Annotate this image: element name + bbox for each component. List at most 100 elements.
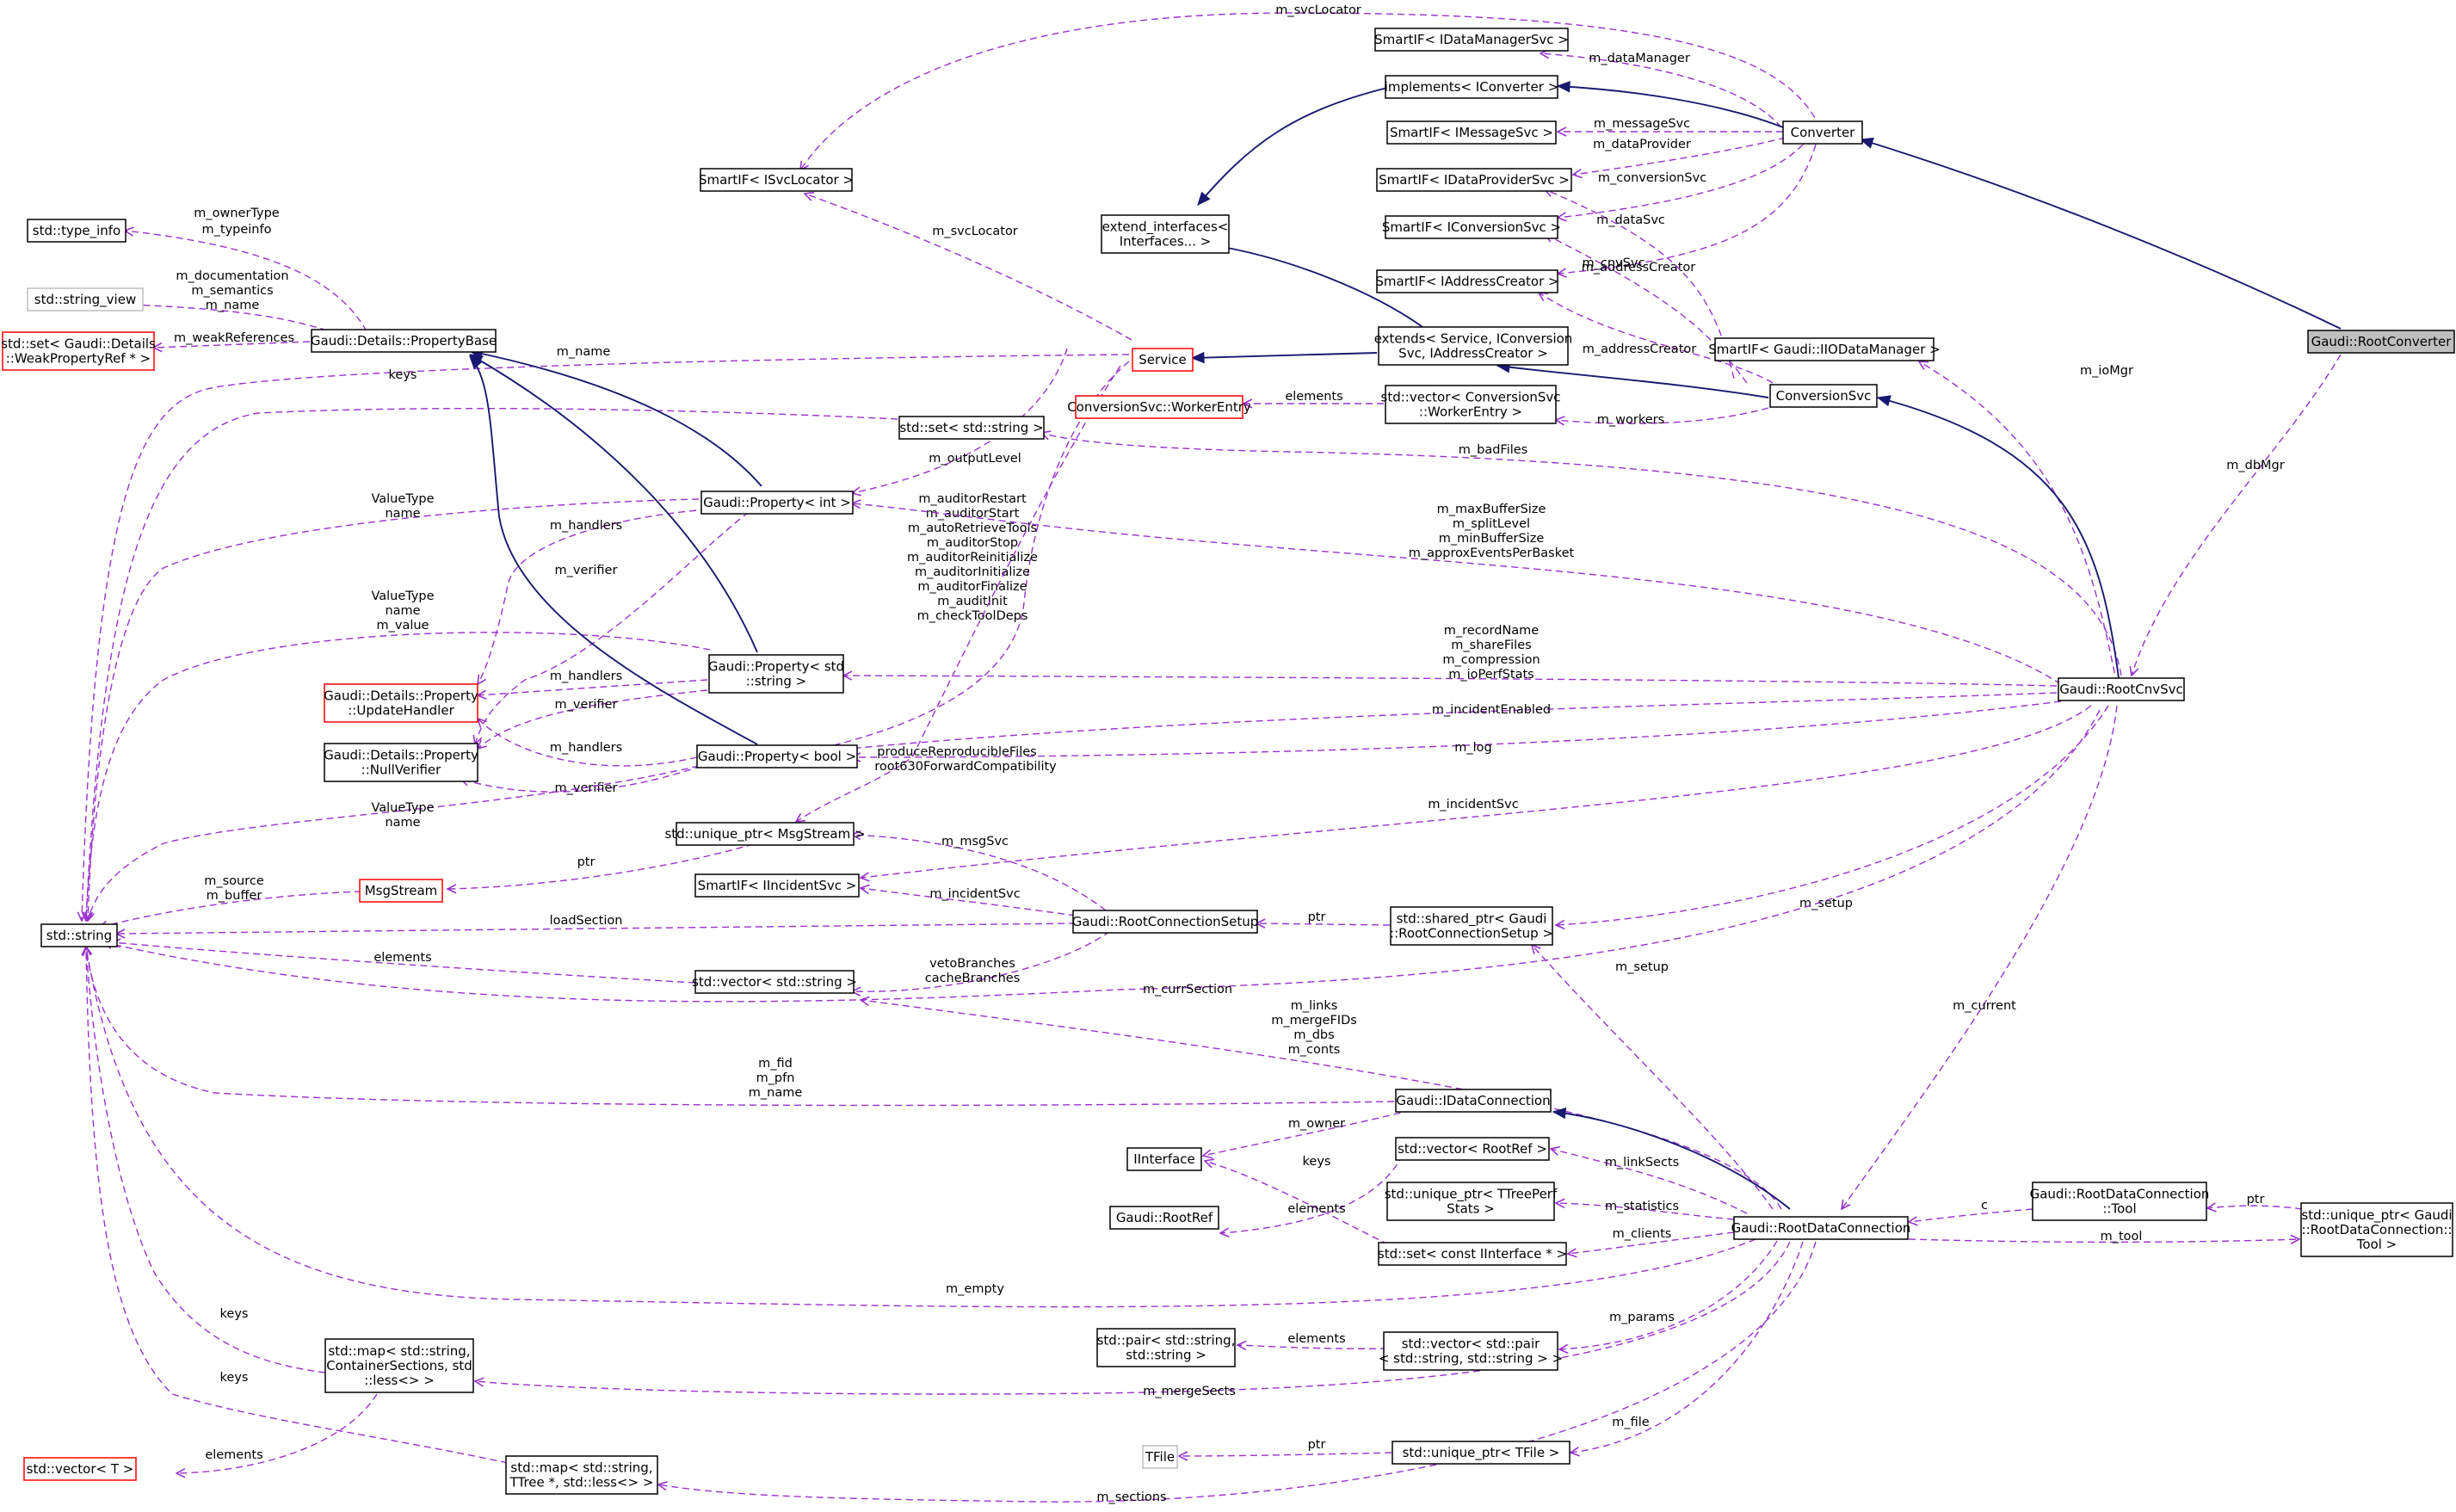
- iinterface-node[interactable]: IInterface: [1126, 1147, 1202, 1171]
- edge-label: m_statistics: [1605, 1200, 1679, 1213]
- node-label: SmartIF< IDataProviderSvc >: [1379, 172, 1570, 188]
- edge-label: m_outputLevel: [929, 452, 1021, 466]
- service-node[interactable]: Service: [1132, 348, 1194, 372]
- unique-ptr-msgstream-node[interactable]: std::unique_ptr< MsgStream >: [664, 822, 866, 846]
- idata-connection-node[interactable]: Gaudi::IDataConnection: [1395, 1089, 1552, 1113]
- node-label: ::WeakPropertyRef * >: [6, 351, 151, 367]
- shared-ptr-setup-node[interactable]: std::shared_ptr< Gaudi::RootConnectionSe…: [1390, 906, 1553, 946]
- edge-label: m_handlers: [550, 741, 622, 755]
- edge-m-params: m_params: [1559, 1240, 1778, 1349]
- update-handler-node[interactable]: Gaudi::Details::Property::UpdateHandler: [324, 683, 478, 723]
- edge-label: m_setup: [1799, 897, 1853, 910]
- tfile-node[interactable]: TFile: [1142, 1445, 1178, 1469]
- edge-m-weakreferences: m_weakReferences: [153, 331, 311, 348]
- edge-m-empty: m_empty: [86, 947, 1756, 1308]
- property-bool-node[interactable]: Gaudi::Property< bool >: [696, 744, 858, 768]
- root-cnv-svc-node[interactable]: Gaudi::RootCnvSvc: [2058, 677, 2185, 701]
- edge-label: m_links: [1291, 999, 1338, 1013]
- edge-label: m_typeinfo: [202, 223, 272, 237]
- edge-label: m_auditorRestart: [918, 492, 1027, 506]
- property-int-node[interactable]: Gaudi::Property< int >: [700, 491, 854, 515]
- vector-t-node[interactable]: std::vector< T >: [23, 1457, 137, 1481]
- unique-ptr-tool-node[interactable]: std::unique_ptr< Gaudi::RootDataConnecti…: [2300, 1202, 2453, 1257]
- root-ref-node[interactable]: Gaudi::RootRef: [1109, 1206, 1219, 1230]
- edge-label: m_msgSvc: [941, 835, 1009, 849]
- smartif-dataprovidersvc-node[interactable]: SmartIF< IDataProviderSvc >: [1376, 168, 1572, 192]
- edge-label: m_splitLevel: [1453, 517, 1530, 531]
- edge-label: m_empty: [946, 1282, 1004, 1296]
- std-string-view-node[interactable]: std::string_view: [27, 287, 144, 312]
- map-ttree-node[interactable]: std::map< std::string,TTree *, std::less…: [505, 1455, 658, 1495]
- edge-m-incidentsvc-setup: m_incidentSvc: [861, 887, 1077, 916]
- node-label: Gaudi::Details::PropertyBase: [311, 333, 497, 349]
- smartif-messagesvc-node[interactable]: SmartIF< IMessageSvc >: [1386, 120, 1557, 145]
- root-converter-node[interactable]: Gaudi::RootConverter: [2307, 330, 2455, 354]
- edge-label: loadSection: [550, 914, 623, 928]
- edge-elements-vectort: elements: [176, 1393, 378, 1473]
- edge-m-verifier-string: m_verifier: [478, 689, 708, 749]
- edge-m-cnvsvc: m_cnvSvc: [1545, 234, 1748, 384]
- extend-interfaces-node[interactable]: extend_interfaces<Interfaces... >: [1101, 214, 1230, 254]
- node-label: extends< Service, IConversion: [1374, 331, 1573, 347]
- smartif-svclocator-node[interactable]: SmartIF< ISvcLocator >: [699, 168, 854, 192]
- edge-label: m_dbMgr: [2226, 459, 2284, 472]
- property-base-node[interactable]: Gaudi::Details::PropertyBase: [311, 329, 497, 353]
- edge-label: m_compression: [1442, 653, 1540, 667]
- unique-ptr-tfile-node[interactable]: std::unique_ptr< TFile >: [1392, 1441, 1570, 1465]
- node-label: TTree *, std::less<> >: [509, 1475, 654, 1490]
- edge-label: m_weakReferences: [174, 331, 294, 345]
- smartif-iiodatamanager-node[interactable]: SmartIF< Gaudi::IIODataManager >: [1708, 337, 1941, 361]
- edge-m-handlers-int: m_handlers: [478, 509, 708, 684]
- converter-node[interactable]: Converter: [1782, 120, 1863, 145]
- smartif-addresscreator-node[interactable]: SmartIF< IAddressCreator >: [1375, 269, 1559, 293]
- edge-buffer-params: m_maxBufferSize m_splitLevel m_minBuffer…: [852, 503, 2062, 685]
- std-string-node[interactable]: std::string: [40, 923, 118, 947]
- extends-service-node[interactable]: extends< Service, IConversionSvc, IAddre…: [1374, 326, 1573, 366]
- root-connection-setup-node[interactable]: Gaudi::RootConnectionSetup: [1072, 910, 1259, 934]
- node-label: ::Tool: [2102, 1201, 2136, 1217]
- inherit-rootconverter-converter: [1861, 139, 2342, 330]
- set-weak-property-ref-node[interactable]: std::set< Gaudi::Details::WeakPropertyRe…: [1, 331, 156, 371]
- implements-iconverter-node[interactable]: implements< IConverter >: [1385, 75, 1559, 99]
- vector-pair-node[interactable]: std::vector< std::pair< std::string, std…: [1379, 1331, 1563, 1371]
- edge-label: m_messageSvc: [1594, 117, 1690, 131]
- edge-label: elements: [205, 1448, 262, 1462]
- node-label: < std::string, std::string > >: [1379, 1351, 1563, 1367]
- conversionsvc-node[interactable]: ConversionSvc: [1769, 384, 1878, 408]
- vector-string-node[interactable]: std::vector< std::string >: [692, 970, 857, 994]
- edge-label: m_approxEventsPerBasket: [1409, 546, 1575, 560]
- edge-label: m_mergeFIDs: [1271, 1014, 1357, 1028]
- null-verifier-node[interactable]: Gaudi::Details::Property::NullVerifier: [324, 743, 478, 782]
- edge-label: m_name: [749, 1086, 803, 1100]
- msgstream-node[interactable]: MsgStream: [359, 879, 443, 903]
- edge-m-datamanager: m_dataManager: [1540, 52, 1782, 128]
- edge-label: ptr: [1308, 1438, 1326, 1452]
- edge-elements-pair: elements: [1237, 1332, 1388, 1348]
- property-string-node[interactable]: Gaudi::Property< std::string >: [708, 654, 844, 694]
- edge-m-incidentenabled: m_incidentEnabled: [805, 692, 2058, 753]
- std-type-info-node[interactable]: std::type_info: [27, 219, 127, 243]
- vector-rootref-node[interactable]: std::vector< RootRef >: [1395, 1137, 1550, 1161]
- worker-entry-node[interactable]: ConversionSvc::WorkerEntry: [1067, 395, 1251, 419]
- map-container-sections-node[interactable]: std::map< std::string,ContainerSections,…: [324, 1338, 474, 1393]
- root-data-connection-node[interactable]: Gaudi::RootDataConnection: [1731, 1216, 1911, 1240]
- edge-label: m_sections: [1096, 1490, 1166, 1504]
- smartif-incidentsvc-node[interactable]: SmartIF< IIncidentSvc >: [694, 873, 860, 898]
- pair-string-node[interactable]: std::pair< std::string,std::string >: [1096, 1328, 1236, 1367]
- inherit-extends-service: [1192, 353, 1378, 358]
- smartif-datamanagersvc-node[interactable]: SmartIF< IDataManagerSvc >: [1374, 28, 1569, 52]
- set-string-node[interactable]: std::set< std::string >: [898, 416, 1045, 440]
- edge-label: produceReproducibleFiles: [877, 745, 1036, 759]
- edge-label: m_verifier: [555, 781, 618, 795]
- set-iinterface-node[interactable]: std::set< const IInterface * >: [1378, 1242, 1567, 1266]
- vector-worker-entry-node[interactable]: std::vector< ConversionSvc::WorkerEntry …: [1381, 385, 1561, 424]
- smartif-conversionsvc-node[interactable]: SmartIF< IConversionSvc >: [1382, 215, 1561, 239]
- rdc-tool-node[interactable]: Gaudi::RootDataConnection::Tool: [2030, 1182, 2210, 1221]
- edge-m-addresscreator-converter: m_addressCreator: [1558, 144, 1817, 275]
- edge-label: m_current: [1953, 999, 2016, 1013]
- edge-label: name: [385, 816, 420, 830]
- node-label: std::vector< T >: [27, 1461, 134, 1477]
- inherit-rootcnvsvc-conversionsvc: [1878, 398, 2120, 679]
- edge-ptr-setup: ptr: [1256, 910, 1391, 925]
